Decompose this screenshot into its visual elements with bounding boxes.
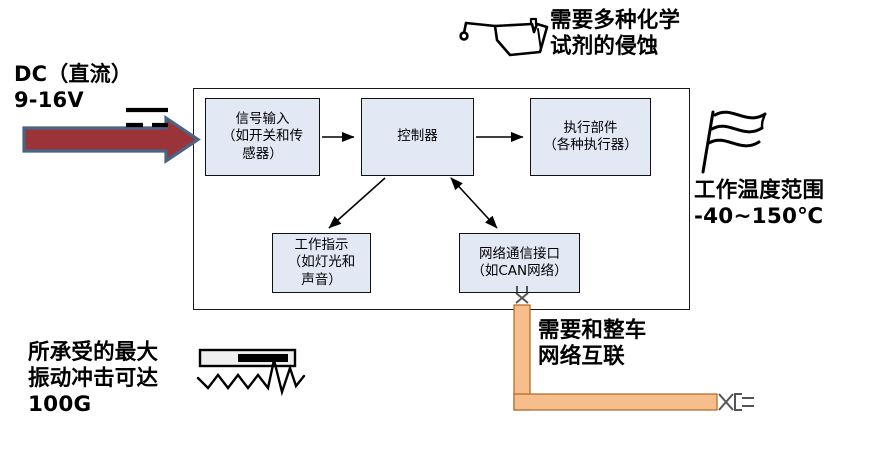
box-signal-input[interactable]: 信号输入 （如开关和传 感器） — [205, 98, 320, 176]
callout-vehicle-network: 需要和整车 网络互联 — [538, 318, 647, 370]
box-actuator-label: 执行部件 （各种执行器） — [543, 119, 638, 153]
box-controller-label: 控制器 — [397, 128, 438, 145]
dc-power-symbol-icon — [126, 107, 168, 128]
callout-temperature-range: 工作温度范围 -40~150℃ — [694, 178, 825, 230]
box-controller[interactable]: 控制器 — [361, 98, 474, 176]
box-signal-input-label: 信号输入 （如开关和传 感器） — [222, 111, 303, 162]
wavy-flag-icon — [701, 110, 767, 174]
box-work-indicator[interactable]: 工作指示 （如灯光和 声音） — [272, 233, 371, 293]
box-work-indicator-label: 工作指示 （如灯光和 声音） — [287, 237, 356, 288]
callout-power-supply: DC（直流） 9-16V — [14, 62, 133, 112]
dc-power-arrow — [22, 114, 201, 165]
callout-chemical-resistance: 需要多种化学 试剂的侵蚀 — [550, 8, 681, 60]
box-network-interface[interactable]: 网络通信接口 （如CAN网络） — [459, 233, 580, 293]
box-actuator[interactable]: 执行部件 （各种执行器） — [530, 98, 651, 176]
vibration-waveform-icon — [196, 348, 306, 397]
oil-can-icon — [459, 17, 549, 57]
callout-vibration-shock: 所承受的最大 振动冲击可达 100G — [28, 340, 159, 418]
box-network-interface-label: 网络通信接口 （如CAN网络） — [471, 245, 568, 279]
